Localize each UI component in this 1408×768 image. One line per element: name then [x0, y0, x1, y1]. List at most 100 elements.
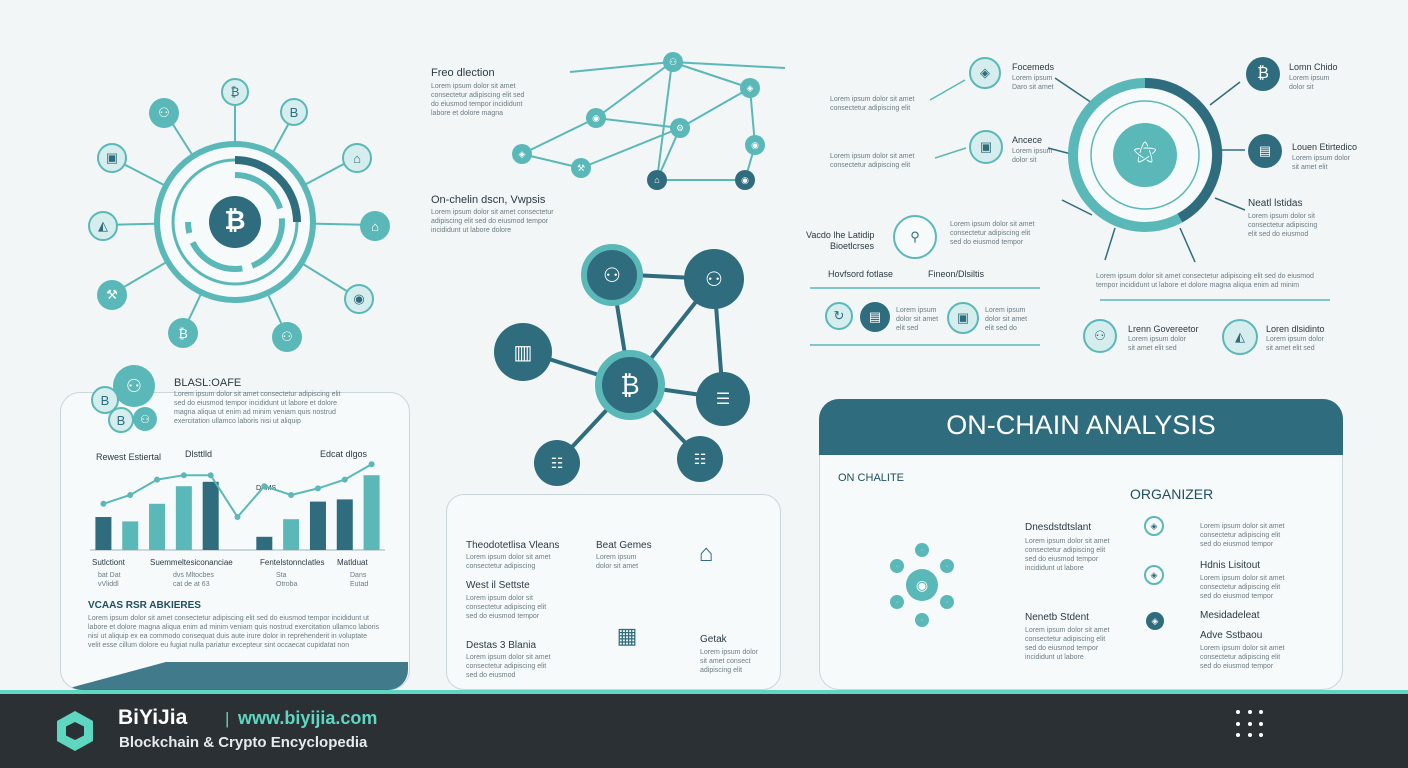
column-label: Sutlctiont: [92, 558, 125, 567]
wallet-icon: ▣: [969, 130, 1003, 164]
chart-subheading: Dlsttlld: [185, 449, 213, 459]
footer-bar: BiYiJia | www.biyijia.com Blockchain & C…: [0, 690, 1408, 768]
network-icon: ⚝: [1133, 138, 1157, 165]
feature-label: Louen Etirtedico: [1292, 142, 1358, 152]
feature-label: Focemeds: [1012, 62, 1055, 72]
network-node-icon: ◉: [745, 135, 765, 155]
satellite-node-icon: ·: [890, 559, 904, 573]
chart-bar: [309, 501, 326, 550]
network-node-icon: ⚙: [670, 118, 690, 138]
feature-label: Mesidadeleat: [1200, 610, 1260, 621]
trend-point: [154, 476, 161, 483]
globe-icon: ◉: [344, 284, 374, 314]
info-icon: ◈: [1146, 612, 1164, 630]
feature-label: Theodotetlisa Vleans: [466, 540, 560, 551]
column-sublabel: bat Dat vVliddl: [98, 572, 121, 588]
wallet-icon: ▣: [97, 143, 127, 173]
description-text: Lorem ipsum dolor sit amet consectetur a…: [174, 391, 341, 425]
feature-label: Adve Sstbaou: [1200, 630, 1263, 641]
group-node-icon: ⚇: [684, 249, 744, 309]
network-node-icon: ◉: [735, 170, 755, 190]
lock-icon: ⌂: [342, 143, 372, 173]
description-text: Lorem ipsum dolor sit amet consectetur a…: [88, 615, 380, 649]
chart-bar: [122, 521, 139, 550]
network-node-icon: ◈: [512, 144, 532, 164]
people-icon: ⚇: [1083, 319, 1117, 353]
feature-label: Dnesdstdtslant: [1025, 522, 1092, 533]
network-node-icon: ◉: [586, 108, 606, 128]
data-node-icon: ☷: [534, 440, 580, 486]
trend-point: [314, 485, 321, 492]
feature-label: West il Settste: [466, 580, 530, 591]
satellite-node-icon: ·: [915, 543, 929, 557]
website-link[interactable]: www.biyijia.com: [238, 708, 378, 728]
chart-bar: [283, 519, 300, 550]
menu-grid-icon[interactable]: [1236, 710, 1266, 740]
network-node-icon: ⌂: [647, 170, 667, 190]
chart-bar: [363, 475, 380, 550]
trend-point: [234, 514, 241, 520]
center-bitcoin-icon: ₿: [224, 205, 246, 235]
feature-label: Lrenn Govereetor: [1128, 324, 1199, 334]
users-node-icon: ⚇: [581, 244, 643, 306]
trend-point: [180, 472, 187, 479]
document-icon: ▤: [860, 302, 890, 332]
feature-label: Vacdo lhe Latidip: [806, 230, 875, 240]
coin-icon: ₿: [168, 318, 198, 348]
bitcoin-icon: ₿: [1246, 57, 1280, 91]
trend-point: [261, 483, 268, 490]
info-card: [446, 494, 781, 690]
feature-label: Loren dlsidinto: [1266, 324, 1325, 334]
satellite-node-icon: ·: [915, 613, 929, 627]
bitcoin-icon: ₿: [221, 78, 249, 106]
chart-bar: [175, 486, 192, 550]
card-icon: ▤: [1248, 134, 1282, 168]
bank-icon: ⌂: [360, 211, 390, 241]
analysis-header: [819, 399, 1343, 455]
grid-icon: ▦: [616, 623, 638, 648]
brand-tagline: Blockchain & Crypto Encyclopedia: [119, 734, 368, 751]
network-node-icon: ◈: [740, 78, 760, 98]
satellite-node-icon: ·: [890, 595, 904, 609]
column-sublabel: dvs Mltocbes cat de at 63: [173, 572, 214, 588]
brand-separator: |: [225, 709, 230, 728]
trend-point: [207, 472, 214, 479]
feature-label: Getak: [700, 634, 727, 645]
search-icon: ⚲: [893, 215, 937, 259]
logo-icon: [57, 711, 93, 751]
home-icon: ⌂: [698, 540, 714, 567]
user-icon: ⚇: [113, 365, 155, 407]
trend-point: [341, 476, 348, 483]
analysis-subtitle: ORGANIZER: [1130, 486, 1214, 502]
trend-point: [368, 461, 375, 468]
data-node-icon: ☰: [696, 372, 750, 426]
feature-label: Neatl lstidas: [1248, 198, 1303, 209]
bitcoin-icon: B: [108, 407, 134, 433]
chart-icon: ◭: [88, 211, 118, 241]
feature-label: Hovfsord fotlase: [828, 269, 894, 279]
feature-label: Bioetlcrses: [830, 241, 875, 251]
growth-chart-icon: ▥: [494, 323, 552, 381]
info-icon: ◈: [1144, 516, 1164, 536]
info-icon: ◈: [1144, 565, 1164, 585]
analytics-icon: ◭: [1222, 319, 1258, 355]
section-heading: VCAAS RSR ABKIERES: [88, 600, 201, 611]
analysis-subtitle: ON CHALITE: [838, 472, 905, 484]
data-node-icon: ☷: [677, 436, 723, 482]
brand-name: BiYiJia: [118, 706, 188, 729]
